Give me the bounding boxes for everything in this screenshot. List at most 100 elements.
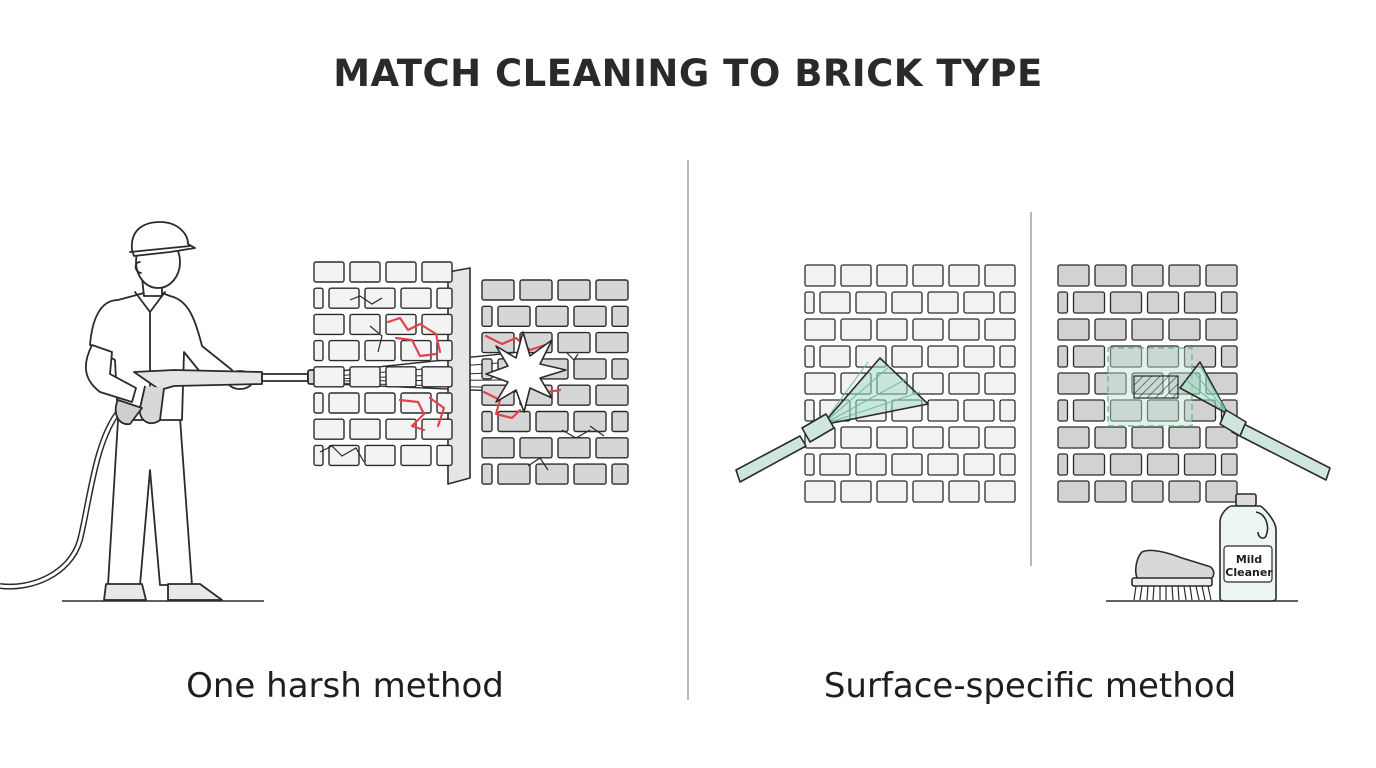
- brick: [1220, 453, 1238, 476]
- brick: [1131, 480, 1164, 503]
- brick: [1131, 426, 1164, 449]
- brick: [876, 318, 908, 341]
- bottle-label-line1: Mild: [1235, 553, 1263, 566]
- brick: [804, 291, 815, 314]
- test-patch: [1107, 347, 1193, 427]
- brick: [385, 261, 417, 283]
- brick: [948, 480, 980, 503]
- brick: [313, 366, 345, 388]
- brick: [876, 426, 908, 449]
- brick: [1146, 399, 1180, 422]
- brick: [963, 399, 995, 422]
- brick: [328, 339, 360, 362]
- brick: [611, 410, 629, 433]
- brick: [999, 345, 1016, 368]
- brick: [855, 453, 887, 476]
- brick: [400, 287, 432, 309]
- brick: [349, 261, 381, 283]
- pressure-washer-gun: [114, 369, 331, 425]
- brick: [313, 287, 324, 309]
- brick: [891, 345, 923, 368]
- brick: [328, 392, 360, 414]
- brick: [611, 358, 629, 380]
- brick: [595, 384, 629, 406]
- brick: [557, 384, 591, 406]
- brick: [927, 291, 959, 314]
- brick: [497, 305, 531, 327]
- brick: [1146, 291, 1180, 314]
- brick: [804, 318, 836, 341]
- brick: [557, 331, 591, 354]
- brick: [819, 291, 851, 314]
- brick: [1057, 399, 1069, 422]
- brick: [963, 291, 995, 314]
- brick: [999, 399, 1016, 422]
- brick: [948, 318, 980, 341]
- brick: [1109, 291, 1143, 314]
- brick: [912, 264, 944, 287]
- brick: [364, 339, 396, 362]
- panel-divider: [687, 160, 689, 700]
- brick: [963, 453, 995, 476]
- brick: [819, 453, 851, 476]
- brick: [573, 358, 607, 380]
- brick: [1057, 345, 1069, 368]
- brick: [519, 437, 553, 459]
- brick: [481, 279, 515, 301]
- brick: [804, 399, 815, 422]
- brick: [436, 444, 453, 467]
- brick: [497, 463, 531, 485]
- brick: [436, 392, 453, 414]
- brick: [328, 287, 360, 309]
- mild-cleaner-bottle-icon: [1219, 493, 1277, 602]
- brick: [963, 345, 995, 368]
- brick: [1057, 372, 1090, 395]
- brick: [557, 437, 591, 459]
- brick: [595, 279, 629, 301]
- brick: [1205, 318, 1238, 341]
- brick: [984, 372, 1016, 395]
- brick: [421, 366, 453, 388]
- brick: [855, 291, 887, 314]
- brick: [1057, 291, 1069, 314]
- brick: [364, 444, 396, 467]
- brick: [804, 345, 815, 368]
- brick: [984, 480, 1016, 503]
- impact-burst: [485, 331, 567, 413]
- brick: [804, 453, 815, 476]
- brick: [1205, 426, 1238, 449]
- brick: [385, 418, 417, 440]
- brick: [1146, 453, 1180, 476]
- brick: [400, 444, 432, 467]
- brick: [840, 318, 872, 341]
- brick: [1057, 318, 1090, 341]
- brick: [364, 287, 396, 309]
- brick: [1205, 480, 1238, 503]
- brick: [519, 279, 553, 301]
- brick: [1094, 372, 1127, 395]
- brick: [421, 261, 453, 283]
- brick: [595, 437, 629, 459]
- brick: [948, 264, 980, 287]
- brick: [611, 305, 629, 327]
- brick: [313, 313, 345, 336]
- brick: [421, 418, 453, 440]
- brick: [1205, 264, 1238, 287]
- brick: [1057, 453, 1069, 476]
- brick: [313, 261, 345, 283]
- brick: [1131, 264, 1164, 287]
- brick: [364, 392, 396, 414]
- light-brick-wall: [804, 264, 1016, 503]
- brick: [1109, 399, 1143, 422]
- brick: [481, 437, 515, 459]
- brick: [1168, 318, 1201, 341]
- bottle-label-line2: Cleaner: [1225, 566, 1273, 579]
- scrub-brush-icon: [1131, 549, 1215, 601]
- brick: [313, 392, 324, 414]
- brick: [1220, 345, 1238, 368]
- brick: [1072, 399, 1106, 422]
- brick: [313, 339, 324, 362]
- brick: [385, 313, 417, 336]
- brick: [876, 480, 908, 503]
